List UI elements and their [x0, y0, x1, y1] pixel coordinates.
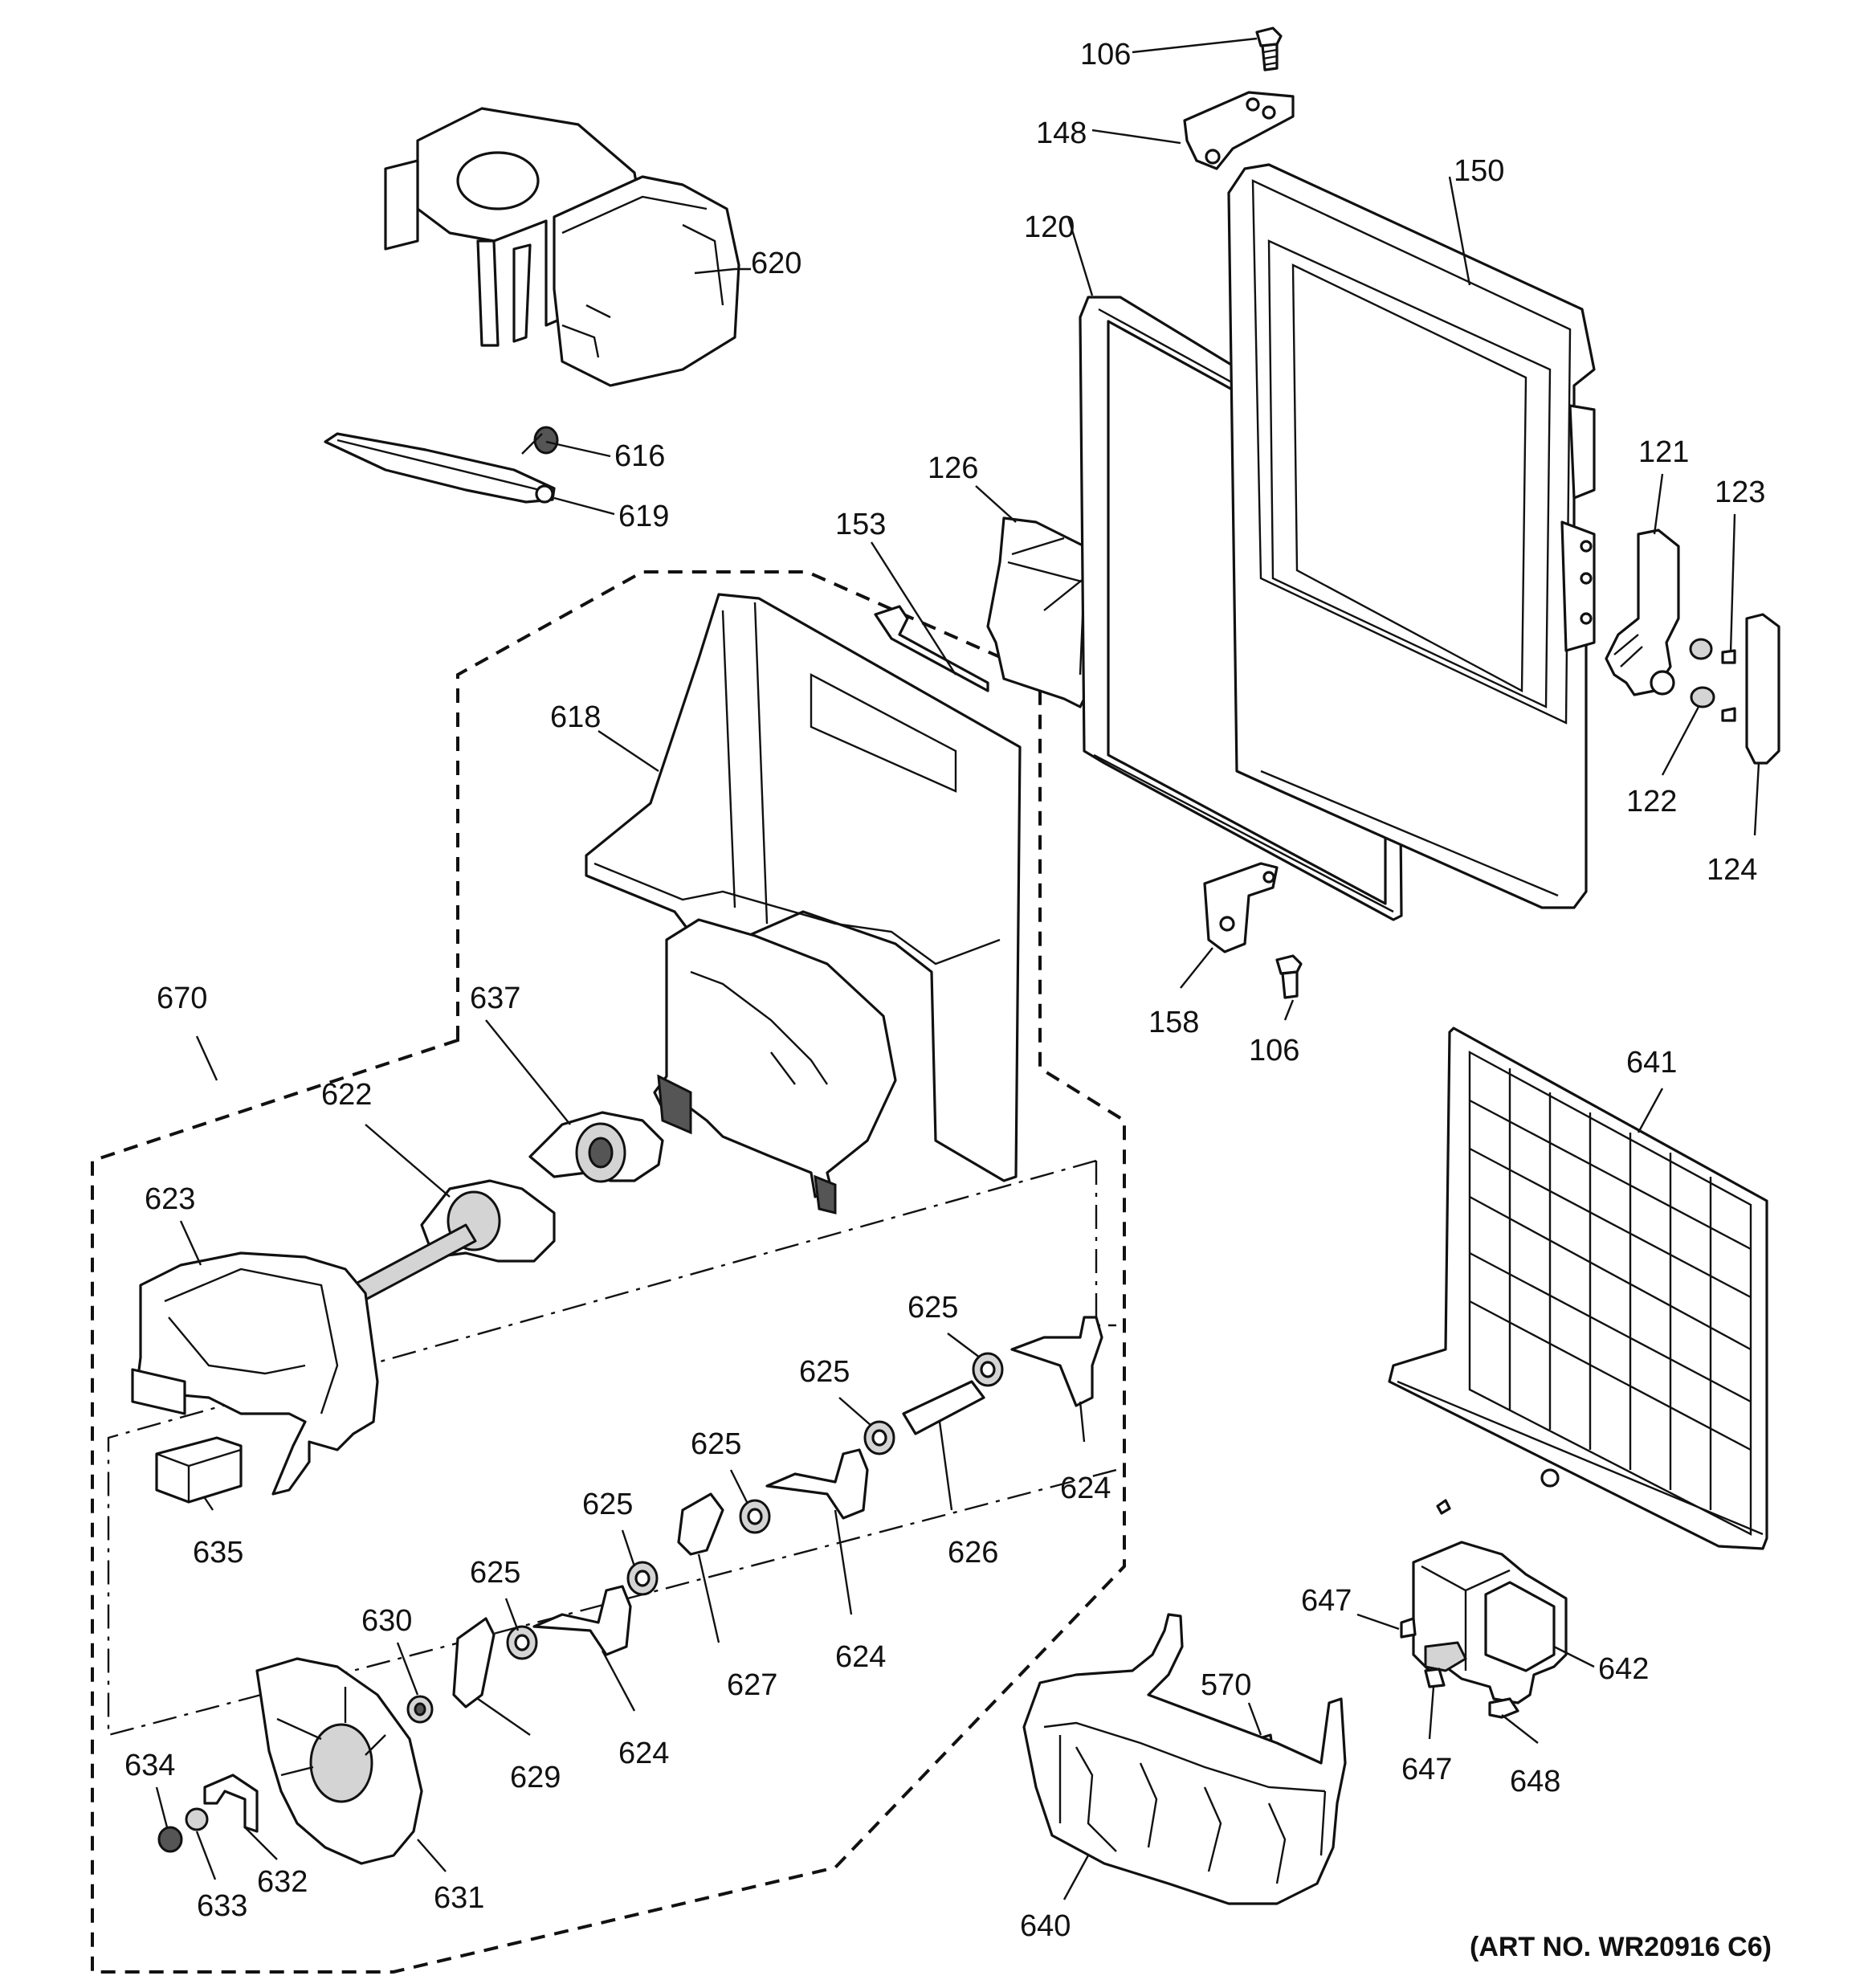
label-637: 637 [470, 982, 520, 1015]
blade-629 [452, 1617, 496, 1708]
label-120: 120 [1024, 210, 1075, 244]
screw-106-top [1255, 27, 1283, 71]
leader-lines [155, 37, 1760, 1900]
label-670: 670 [157, 982, 207, 1015]
ice-bucket-618 [585, 593, 1022, 1214]
clip-647-lower [1424, 1668, 1446, 1688]
label-625-e: 625 [907, 1291, 958, 1325]
label-122: 122 [1626, 785, 1677, 818]
label-624-left: 624 [618, 1737, 669, 1770]
clip-632 [203, 1774, 259, 1833]
bushing-122 [1689, 638, 1715, 708]
label-625-a: 625 [470, 1556, 520, 1590]
hinge-bracket-148 [1183, 91, 1295, 170]
washer-625-b [626, 1561, 659, 1596]
label-124: 124 [1707, 853, 1757, 887]
label-620: 620 [751, 247, 801, 280]
label-616: 616 [614, 439, 665, 473]
ice-maker-motor-620 [384, 107, 740, 387]
crusher-blade-624-left [532, 1585, 632, 1656]
water-valve-642 [1412, 1499, 1568, 1704]
label-126: 126 [928, 451, 978, 485]
washer-625-d [863, 1420, 895, 1455]
label-648: 648 [1510, 1765, 1560, 1798]
housing-623 [131, 1251, 379, 1496]
grille-641 [1388, 1027, 1768, 1550]
label-106-top: 106 [1080, 38, 1131, 71]
blade-626 [902, 1380, 985, 1435]
ice-mold-640 [1022, 1613, 1347, 1905]
shutoff-arm-619 [324, 432, 556, 504]
label-641: 641 [1626, 1046, 1677, 1080]
label-647-upper: 647 [1301, 1584, 1352, 1618]
label-631: 631 [434, 1881, 484, 1915]
label-123: 123 [1715, 476, 1765, 509]
label-570: 570 [1201, 1668, 1251, 1702]
label-121: 121 [1638, 435, 1689, 469]
washer-625-e [972, 1352, 1004, 1387]
screw-123 [1721, 649, 1736, 722]
hinge-bracket-158 [1203, 862, 1279, 953]
block-635 [155, 1436, 243, 1504]
blade-627 [677, 1492, 724, 1556]
label-106-lower: 106 [1249, 1034, 1299, 1067]
shaft-153 [874, 605, 989, 692]
lever-121 [1605, 529, 1680, 696]
label-625-d: 625 [799, 1355, 850, 1389]
label-626: 626 [948, 1536, 998, 1570]
label-622: 622 [321, 1078, 372, 1112]
label-634: 634 [124, 1749, 175, 1782]
label-150: 150 [1454, 154, 1504, 188]
crusher-blade-624-right [1010, 1316, 1103, 1407]
crusher-blade-624-mid [765, 1448, 869, 1520]
screw-106-lower [1275, 954, 1303, 999]
label-647-lower: 647 [1401, 1753, 1452, 1786]
clip-647-upper [1400, 1617, 1417, 1639]
label-624-mid: 624 [835, 1640, 886, 1674]
label-633: 633 [197, 1889, 247, 1923]
label-642: 642 [1598, 1652, 1649, 1686]
label-632: 632 [257, 1865, 308, 1899]
cover-631 [255, 1657, 423, 1865]
dispenser-door-150 [1227, 163, 1596, 909]
label-148: 148 [1036, 116, 1087, 150]
label-629: 629 [510, 1761, 561, 1794]
label-619: 619 [618, 500, 669, 533]
part-labels: 106 148 150 120 620 616 619 126 153 121 … [124, 38, 1765, 1943]
art-number: (ART NO. WR20916 C6) [1470, 1932, 1772, 1962]
washer-625-c [739, 1499, 771, 1534]
label-153: 153 [835, 508, 886, 541]
label-625-c: 625 [691, 1427, 741, 1461]
nut-630 [406, 1695, 434, 1724]
clip-648 [1488, 1697, 1519, 1719]
label-625-b: 625 [582, 1488, 633, 1521]
nut-634 [157, 1826, 183, 1853]
auger-637 [528, 1111, 664, 1183]
washer-633 [185, 1807, 209, 1831]
label-618: 618 [550, 700, 601, 734]
label-624-right: 624 [1060, 1472, 1111, 1505]
label-158: 158 [1148, 1006, 1199, 1039]
label-635: 635 [193, 1536, 243, 1570]
label-627: 627 [727, 1668, 777, 1702]
label-640: 640 [1020, 1909, 1071, 1943]
spring-616 [521, 426, 559, 455]
auger-622 [344, 1179, 556, 1307]
cover-124 [1745, 613, 1780, 765]
washer-625-a [506, 1625, 538, 1660]
label-623: 623 [145, 1182, 195, 1216]
label-630: 630 [361, 1604, 412, 1638]
